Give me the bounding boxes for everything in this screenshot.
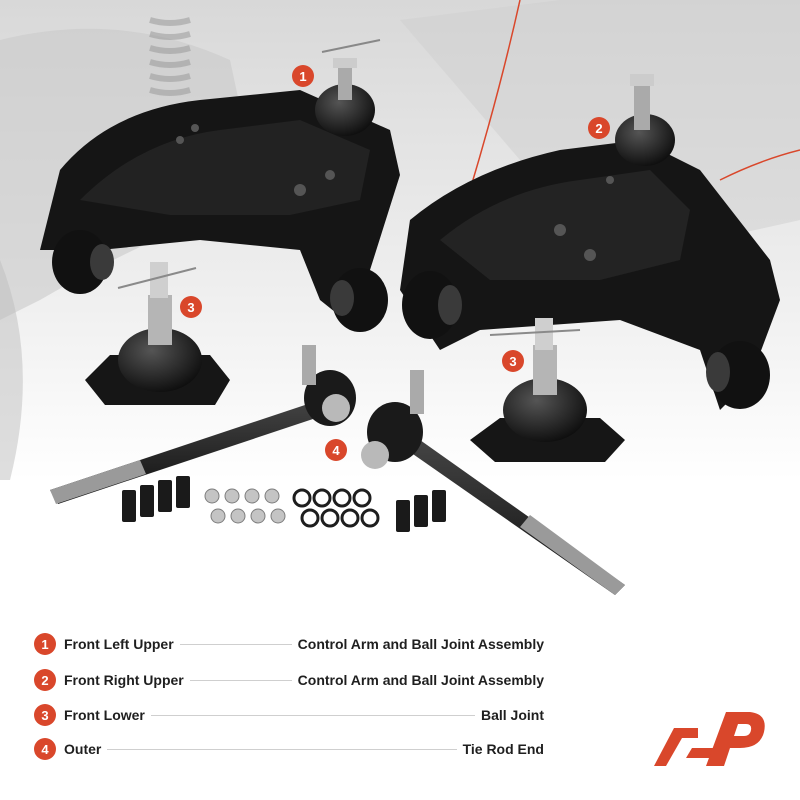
tie-rod-end-right xyxy=(361,370,625,595)
legend-row-3: 3 Front Lower Ball Joint xyxy=(34,703,544,727)
legend-number: 4 xyxy=(34,738,56,760)
legend-divider xyxy=(189,679,292,681)
legend-position: Outer xyxy=(64,741,102,757)
legend-number: 3 xyxy=(34,704,56,726)
product-scene xyxy=(0,0,800,600)
tie-rod-end-left xyxy=(50,345,356,504)
callout-1: 1 xyxy=(292,65,314,87)
lower-ball-joint-right xyxy=(470,318,625,462)
legend-number: 1 xyxy=(34,633,56,655)
legend-position: Front Left Upper xyxy=(64,636,174,652)
legend-position: Front Right Upper xyxy=(64,672,184,688)
hardware-bolts-right xyxy=(396,490,446,532)
lower-ball-joint-left xyxy=(85,262,230,405)
legend-number: 2 xyxy=(34,669,56,691)
legend-divider xyxy=(150,714,475,716)
right-upper-control-arm xyxy=(400,74,780,410)
hardware-bolts-left xyxy=(122,476,190,522)
callout-4: 4 xyxy=(325,439,347,461)
hardware-nuts xyxy=(204,488,286,524)
brand-logo-icon xyxy=(654,712,765,766)
callout-3-left: 3 xyxy=(180,296,202,318)
legend-part-name: Tie Rod End xyxy=(462,741,544,757)
callout-3-right: 3 xyxy=(502,350,524,372)
legend-row-1: 1 Front Left Upper Control Arm and Ball … xyxy=(34,632,544,656)
legend-part-name: Control Arm and Ball Joint Assembly xyxy=(297,636,544,652)
left-upper-control-arm xyxy=(40,39,400,332)
callout-2: 2 xyxy=(588,117,610,139)
legend-part-name: Ball Joint xyxy=(480,707,544,723)
legend-divider xyxy=(107,748,457,750)
legend-row-2: 2 Front Right Upper Control Arm and Ball… xyxy=(34,668,544,692)
legend-row-4: 4 Outer Tie Rod End xyxy=(34,737,544,761)
legend-divider xyxy=(179,643,292,645)
legend-position: Front Lower xyxy=(64,707,145,723)
hardware-washers xyxy=(292,488,380,528)
legend-part-name: Control Arm and Ball Joint Assembly xyxy=(297,672,544,688)
